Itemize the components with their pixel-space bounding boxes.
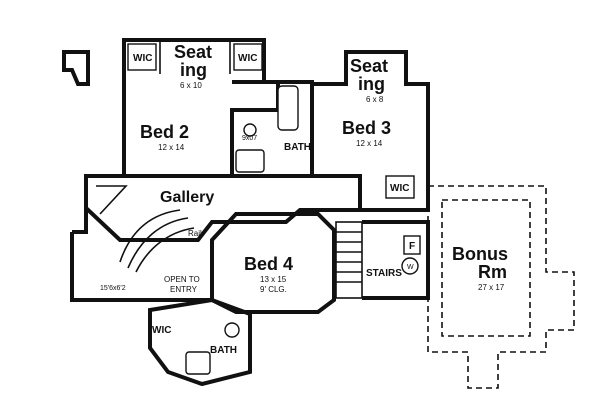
- tub-upper: [277, 85, 299, 131]
- bath-upper-label: BATH: [284, 142, 311, 153]
- straight-stair: [335, 221, 363, 299]
- seating-left-line1: Seat: [174, 42, 212, 62]
- furnace-box: [403, 235, 421, 255]
- small-left-dim: 15'6x6'2: [100, 285, 126, 292]
- seating-right-size: 6 x 8: [366, 95, 384, 104]
- washer-circle: [401, 257, 419, 275]
- bonus-line1: Bonus: [452, 244, 508, 264]
- gallery-inner-chamfer: [96, 185, 128, 215]
- gallery-walls: [84, 174, 362, 242]
- bonus-line2: Rm: [478, 262, 507, 282]
- bed4-name: Bed 4: [244, 254, 293, 274]
- lower-wing-walls: [148, 297, 252, 387]
- bonus-room-inner: [441, 199, 531, 337]
- seating-left-size: 6 x 10: [180, 81, 202, 90]
- wic-label-1: WIC: [133, 53, 152, 64]
- bed2-name: Bed 2: [140, 122, 189, 142]
- wic-label-4: WIC: [152, 325, 171, 336]
- wic-label-2: WIC: [238, 53, 257, 64]
- stairs-block-walls: [362, 220, 430, 300]
- seating-left-line2: ing: [180, 60, 207, 80]
- bath-lower-label: BATH: [210, 345, 237, 356]
- stairs-label: STAIRS: [366, 268, 402, 279]
- wic-box-right: [385, 175, 415, 199]
- wic-box-mid: [233, 43, 263, 71]
- gallery-label: Gallery: [160, 189, 214, 206]
- vanity-upper: [235, 149, 265, 173]
- sink-upper: [243, 123, 257, 137]
- detached-wall-fragment: [62, 50, 90, 86]
- tub-lower: [185, 351, 211, 375]
- bed4-size: 13 x 15: [260, 275, 287, 284]
- wic-label-3: WIC: [390, 183, 409, 194]
- bed3-size: 12 x 14: [356, 139, 383, 148]
- wic-box-left: [127, 43, 157, 71]
- bonus-size: 27 x 17: [478, 283, 505, 292]
- sink-lower: [224, 322, 240, 338]
- open-to-entry-line2: ENTRY: [170, 285, 198, 294]
- furnace-label: F: [409, 241, 415, 252]
- bonus-room-outline: [427, 185, 575, 389]
- bed3-name: Bed 3: [342, 118, 391, 138]
- bed2-size: 12 x 14: [158, 143, 185, 152]
- curved-stair: [119, 209, 195, 273]
- open-to-entry-line1: OPEN TO: [164, 275, 200, 284]
- seating-right-line2: ing: [358, 74, 385, 94]
- washer-label: W: [407, 264, 414, 271]
- seating-right-line1: Seat: [350, 56, 388, 76]
- small-bath-dim: 9x07: [242, 135, 257, 142]
- rail-label: Rail: [188, 229, 202, 238]
- bed4-ceiling: 9' CLG.: [260, 285, 287, 294]
